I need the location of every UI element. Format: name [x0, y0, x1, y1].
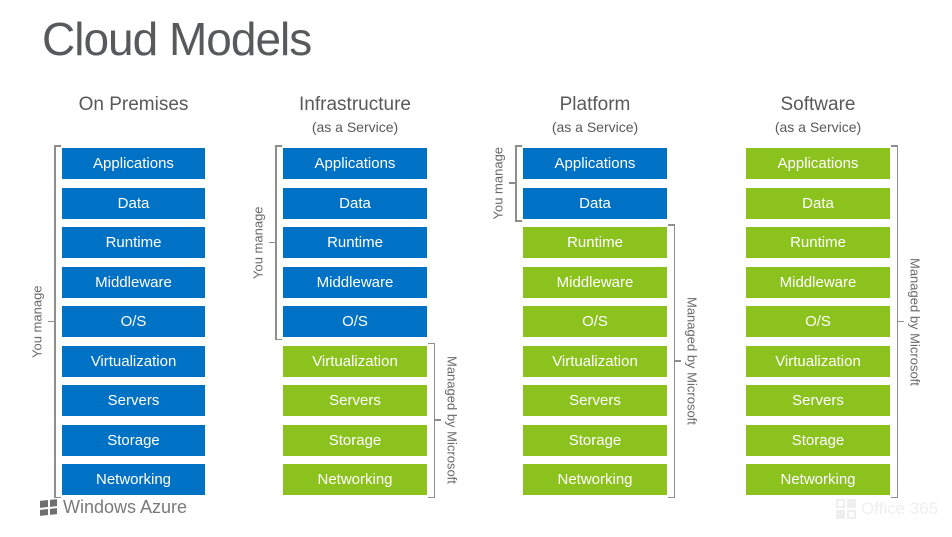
- layer-box-data: Data: [746, 187, 890, 219]
- bracket-right: [667, 224, 681, 498]
- column-header-software: Software (as a Service): [746, 94, 890, 135]
- column-header-infrastructure: Infrastructure (as a Service): [283, 94, 427, 135]
- bracket-left: [269, 145, 283, 340]
- windows-azure-label: Windows Azure: [63, 497, 188, 517]
- layer-box-networking: Networking: [62, 464, 205, 495]
- bracket-label: Managed by Microsoft: [907, 257, 923, 386]
- layer-box-runtime: Runtime: [523, 227, 667, 258]
- office-365-watermark: Office 365: [836, 499, 938, 519]
- bracket-left: [509, 145, 523, 222]
- windows-azure-logo: Windows Azure: [40, 497, 187, 518]
- bracket-label: Managed by Microsoft: [444, 356, 460, 485]
- layer-box-data: Data: [62, 187, 205, 219]
- layer-box-storage: Storage: [746, 424, 890, 456]
- layer-box-applications: Applications: [283, 148, 427, 179]
- layer-box-applications: Applications: [746, 148, 890, 179]
- layer-box-o-s: O/S: [746, 306, 890, 337]
- layer-box-middleware: Middleware: [523, 266, 667, 298]
- bracket-label: Managed by Microsoft: [684, 297, 700, 425]
- column-header-platform: Platform (as a Service): [523, 94, 667, 135]
- layer-box-middleware: Middleware: [746, 266, 890, 298]
- layer-box-o-s: O/S: [62, 306, 205, 337]
- bracket-label: You manage: [29, 285, 45, 358]
- column-title: Platform: [559, 94, 631, 115]
- column-title: Infrastructure: [299, 94, 411, 115]
- page-title: Cloud Models: [42, 13, 312, 65]
- bracket-left: [48, 145, 62, 498]
- layer-box-o-s: O/S: [523, 306, 667, 337]
- layer-box-storage: Storage: [283, 424, 427, 456]
- layer-box-runtime: Runtime: [62, 227, 205, 258]
- layer-box-storage: Storage: [62, 424, 205, 456]
- bracket-right: [890, 145, 904, 498]
- layer-box-runtime: Runtime: [746, 227, 890, 258]
- layer-box-virtualization: Virtualization: [62, 345, 205, 377]
- column-subtitle: (as a Service): [774, 119, 862, 135]
- column-subtitle: (as a Service): [551, 119, 639, 135]
- layer-box-applications: Applications: [523, 148, 667, 179]
- layer-box-middleware: Middleware: [62, 266, 205, 298]
- layer-box-networking: Networking: [746, 464, 890, 495]
- layer-box-virtualization: Virtualization: [746, 345, 890, 377]
- bracket-label: You manage: [250, 206, 266, 279]
- layer-box-virtualization: Virtualization: [523, 345, 667, 377]
- office-logo-icon: [836, 499, 856, 519]
- layer-box-o-s: O/S: [283, 306, 427, 337]
- layer-box-servers: Servers: [523, 385, 667, 416]
- column-title: On Premises: [78, 94, 189, 115]
- column-header-on-premises: On Premises: [62, 94, 205, 116]
- layer-box-storage: Storage: [523, 424, 667, 456]
- layer-box-virtualization: Virtualization: [283, 345, 427, 377]
- bracket-right: [427, 342, 441, 498]
- layer-box-servers: Servers: [746, 385, 890, 416]
- layer-box-middleware: Middleware: [283, 266, 427, 298]
- layer-box-servers: Servers: [62, 385, 205, 416]
- layer-box-data: Data: [523, 187, 667, 219]
- office-365-label: Office 365: [861, 499, 939, 518]
- bracket-label: You manage: [490, 146, 506, 220]
- windows-flag-icon: [40, 499, 57, 516]
- column-subtitle: (as a Service): [311, 119, 399, 135]
- layer-box-networking: Networking: [523, 464, 667, 495]
- layer-box-servers: Servers: [283, 385, 427, 416]
- layer-box-runtime: Runtime: [283, 227, 427, 258]
- layer-box-data: Data: [283, 187, 427, 219]
- column-title: Software: [780, 94, 856, 115]
- layer-box-applications: Applications: [62, 148, 205, 179]
- layer-box-networking: Networking: [283, 464, 427, 495]
